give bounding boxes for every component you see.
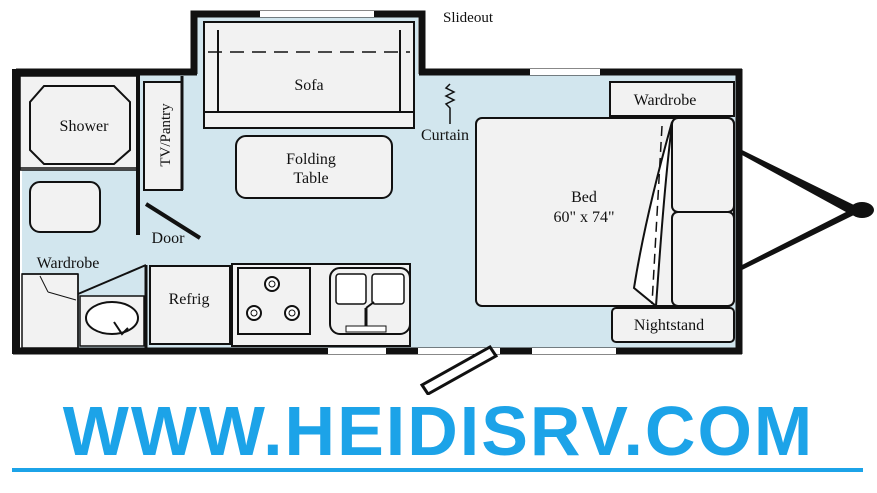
bath-wardrobe: [21, 273, 79, 349]
website-banner[interactable]: WWW.HEIDISRV.COM: [62, 392, 815, 470]
window-bottom-left: [328, 348, 386, 354]
exterior-walls: [12, 68, 743, 355]
shower-icon: [29, 85, 131, 165]
tv-pantry: [143, 76, 184, 191]
label-bed-1: Bed: [571, 189, 597, 206]
folding-table: [235, 135, 393, 199]
bathroom-door[interactable]: [144, 202, 202, 240]
bathroom: [19, 74, 148, 349]
slideout-window: [260, 11, 374, 17]
entry-door[interactable]: [419, 345, 499, 395]
label-wardrobe-front: Wardrobe: [634, 92, 697, 109]
label-folding-table-1: Folding: [286, 151, 336, 168]
pillow-bottom: [671, 211, 735, 307]
label-door: Door: [152, 230, 186, 247]
wardrobe-front: [609, 81, 735, 117]
pillow-top: [671, 117, 735, 213]
label-nightstand: Nightstand: [634, 317, 704, 334]
toilet-icon: [29, 181, 101, 233]
label-slideout: Slideout: [443, 10, 494, 26]
label-refrig: Refrig: [169, 291, 210, 308]
label-shower: Shower: [60, 118, 110, 135]
refrigerator: [149, 265, 231, 345]
label-tv-pantry: TV/Pantry: [158, 103, 174, 167]
banner-underline: [12, 468, 863, 472]
entry-door-gap: [418, 348, 500, 354]
room-labels: Slideout Sofa Shower TV/Pantry Curtain W…: [37, 10, 704, 334]
bath-sink-icon: [85, 301, 139, 335]
label-wardrobe-bath: Wardrobe: [37, 255, 100, 272]
window-bottom-right: [532, 348, 616, 354]
trailer-hitch: [742, 150, 874, 270]
bed: [475, 117, 735, 308]
kitchen-counter: [231, 263, 411, 347]
nightstand: [611, 307, 735, 343]
label-sofa: Sofa: [294, 77, 323, 94]
faucet-icon: [113, 321, 129, 336]
curtain-icon: [444, 83, 456, 124]
floorplan-diagram: Slideout Sofa Shower TV/Pantry Curtain W…: [12, 10, 874, 395]
label-folding-table-2: Table: [293, 170, 328, 187]
sofa: [203, 21, 415, 129]
label-bed-2: 60" x 74": [553, 209, 614, 226]
label-curtain: Curtain: [421, 127, 469, 144]
bed-sheet-fold: [632, 121, 673, 308]
window-top: [530, 69, 600, 75]
